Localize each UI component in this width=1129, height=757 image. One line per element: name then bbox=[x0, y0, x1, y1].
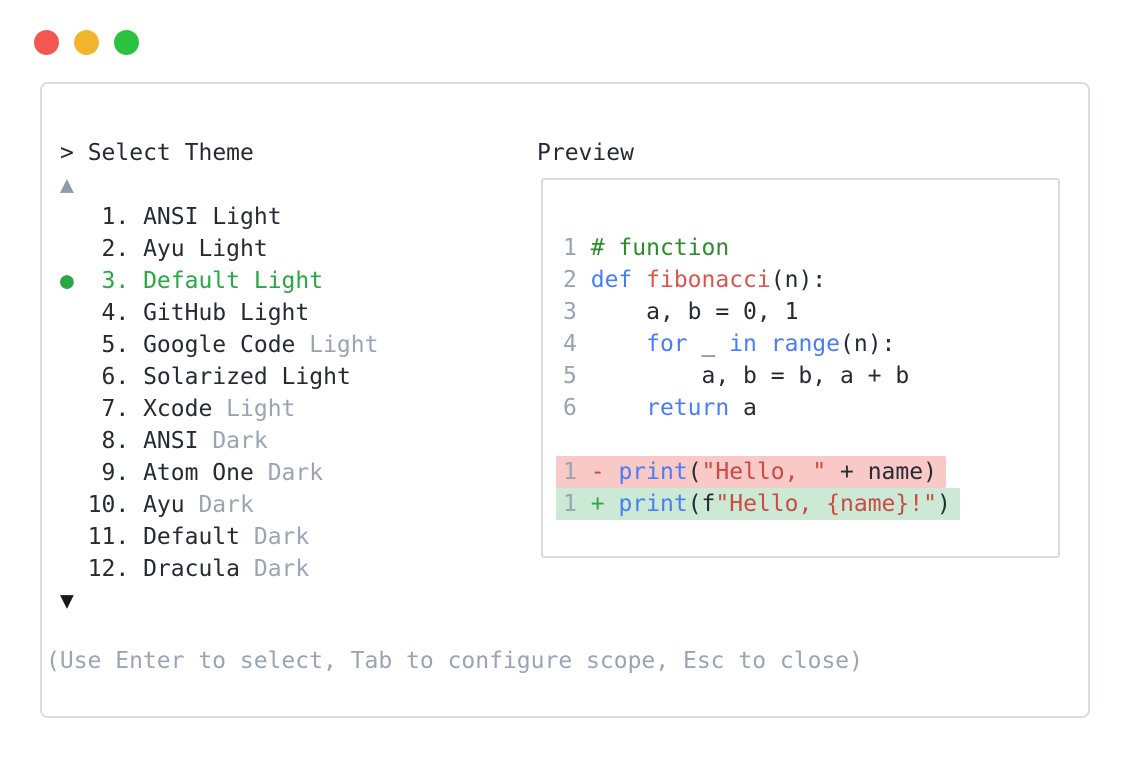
theme-option-12[interactable]: 12. Dracula Dark bbox=[60, 553, 378, 585]
theme-number: 9. bbox=[101, 460, 130, 486]
theme-number: 3. bbox=[101, 268, 130, 294]
theme-variant: Light bbox=[198, 204, 282, 230]
line-number: 2 bbox=[563, 267, 577, 293]
theme-name: Solarized bbox=[129, 364, 268, 390]
line-number: 4 bbox=[563, 331, 577, 357]
theme-number: 7. bbox=[101, 396, 130, 422]
theme-option-9[interactable]: 9. Atom One Dark bbox=[60, 457, 378, 489]
theme-number: 11. bbox=[87, 524, 130, 550]
theme-variant: Dark bbox=[253, 460, 324, 486]
line-number: 1 bbox=[563, 235, 577, 261]
window-controls bbox=[34, 30, 139, 55]
preview-pane: 1 # function 2 def fibonacci(n): 3 a, b = … bbox=[541, 178, 1060, 558]
theme-name: Ayu bbox=[129, 236, 185, 262]
scroll-down-icon[interactable]: ▼ bbox=[60, 588, 74, 614]
theme-variant: Light bbox=[295, 332, 379, 358]
theme-option-2[interactable]: 2. Ayu Light bbox=[60, 233, 378, 265]
line-number: 3 bbox=[563, 299, 577, 325]
theme-option-5[interactable]: 5. Google Code Light bbox=[60, 329, 379, 361]
code-line: 5 a, b = b, a + b bbox=[563, 363, 910, 389]
theme-number: 4. bbox=[101, 300, 130, 326]
diff-removed-highlight: 1 - print("Hello, " + name) bbox=[556, 456, 946, 488]
theme-option-3[interactable]: ● 3. Default Light bbox=[60, 265, 378, 297]
theme-variant: Light bbox=[240, 268, 324, 294]
diff-added-highlight: 1 + print(f"Hello, {name}!") bbox=[556, 488, 960, 520]
line-number: 6 bbox=[563, 395, 577, 421]
code-line bbox=[563, 424, 960, 456]
code-line: 4 for _ in range(n): bbox=[563, 331, 896, 357]
help-text: (Use Enter to select, Tab to configure s… bbox=[46, 648, 863, 674]
minimize-button[interactable] bbox=[74, 30, 99, 55]
theme-number: 2. bbox=[101, 236, 130, 262]
theme-number: 12. bbox=[87, 556, 130, 582]
theme-name: ANSI bbox=[129, 428, 199, 454]
theme-name: Default bbox=[129, 524, 240, 550]
theme-name: Dracula bbox=[129, 556, 240, 582]
zoom-button[interactable] bbox=[114, 30, 139, 55]
diff-removed-line: 1 - print("Hello, " + name) bbox=[556, 456, 960, 488]
code-line: 1 # function bbox=[563, 235, 730, 261]
preview-title: Preview bbox=[537, 140, 634, 166]
close-button[interactable] bbox=[34, 30, 59, 55]
code-sample: 1 # function 2 def fibonacci(n): 3 a, b = … bbox=[556, 232, 960, 520]
theme-name: GitHub bbox=[129, 300, 227, 326]
selected-dot-icon: ● bbox=[60, 268, 74, 294]
code-line: 3 a, b = 0, 1 bbox=[563, 299, 799, 325]
theme-option-4[interactable]: 4. GitHub Light bbox=[60, 297, 378, 329]
theme-variant: Light bbox=[267, 364, 351, 390]
select-theme-prompt: > Select Theme bbox=[60, 140, 254, 166]
line-number: 1 bbox=[563, 459, 577, 485]
theme-variant: Dark bbox=[198, 428, 268, 454]
theme-number: 5. bbox=[101, 332, 130, 358]
theme-name: Google Code bbox=[129, 332, 296, 358]
theme-option-11[interactable]: 11. Default Dark bbox=[60, 521, 378, 553]
theme-variant: Dark bbox=[240, 524, 310, 550]
theme-option-7[interactable]: 7. Xcode Light bbox=[60, 393, 378, 425]
diff-added-line: 1 + print(f"Hello, {name}!") bbox=[556, 488, 960, 520]
theme-number: 6. bbox=[101, 364, 130, 390]
code-line: 2 def fibonacci(n): bbox=[563, 267, 827, 293]
theme-option-1[interactable]: 1. ANSI Light bbox=[60, 201, 378, 233]
theme-variant: Light bbox=[212, 396, 296, 422]
theme-option-6[interactable]: 6. Solarized Light bbox=[60, 361, 378, 393]
scroll-up-icon[interactable]: ▲ bbox=[60, 172, 74, 198]
theme-option-10[interactable]: 10. Ayu Dark bbox=[60, 489, 378, 521]
theme-variant: Light bbox=[226, 300, 310, 326]
theme-variant: Dark bbox=[184, 492, 254, 518]
theme-number: 1. bbox=[101, 204, 130, 230]
theme-name: Ayu bbox=[129, 492, 185, 518]
theme-name: Xcode bbox=[129, 396, 213, 422]
theme-number: 8. bbox=[101, 428, 130, 454]
theme-variant: Light bbox=[184, 236, 268, 262]
theme-name: Default bbox=[129, 268, 240, 294]
line-number: 1 bbox=[563, 491, 577, 517]
theme-name: Atom One bbox=[129, 460, 254, 486]
theme-number: 10. bbox=[87, 492, 130, 518]
theme-variant: Dark bbox=[240, 556, 310, 582]
code-line: 6 return a bbox=[563, 395, 757, 421]
theme-option-8[interactable]: 8. ANSI Dark bbox=[60, 425, 378, 457]
theme-name: ANSI bbox=[129, 204, 199, 230]
line-number: 5 bbox=[563, 363, 577, 389]
